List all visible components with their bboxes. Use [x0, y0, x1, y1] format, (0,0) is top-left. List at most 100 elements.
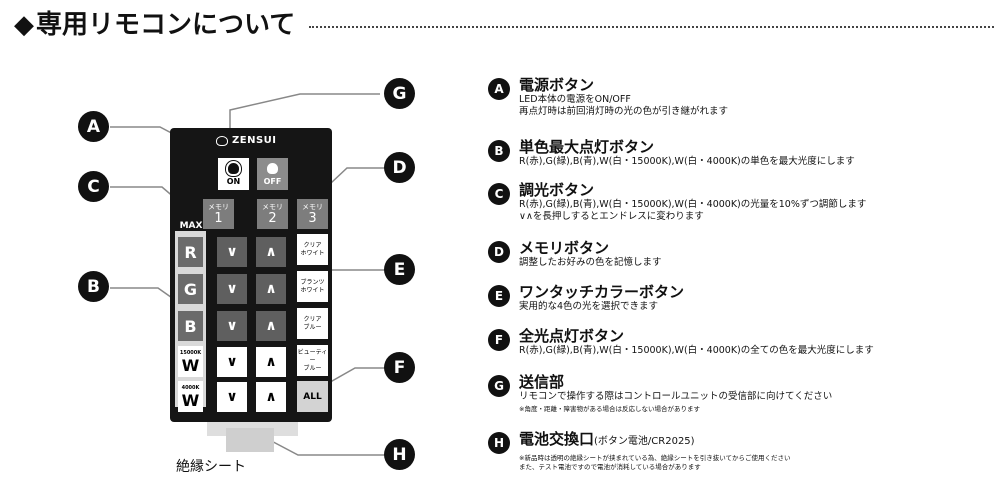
battery-note-1: ※新品時は透明の絶縁シートが挟まれている為、絶縁シートを引き抜いてからご使用くだ…: [519, 454, 791, 462]
transmitter-note: ※角度・距離・障害物がある場合は反応しない場合があります: [519, 405, 700, 413]
kelvin-label: 4000K: [181, 384, 200, 391]
one-touch-color-title: ワンタッチカラーボタン: [519, 283, 685, 301]
callout-line-f: [324, 367, 386, 386]
callout-line-h: [261, 435, 386, 456]
green-max-button[interactable]: G: [178, 274, 203, 304]
bulb-icon: [267, 162, 278, 174]
battery-note-2: また、テスト電池ですので電池が消耗している場合があります: [519, 463, 701, 471]
blue-down-button[interactable]: ∨: [217, 311, 247, 341]
blue-up-button[interactable]: ∧: [256, 311, 286, 341]
all-light-desc: R(赤),G(緑),B(青),W(白・15000K),W(白・4000K)の全て…: [519, 345, 874, 356]
memory-label: メモリ: [208, 202, 229, 211]
red-max-button[interactable]: R: [178, 237, 203, 267]
preset-beauty-blue-button[interactable]: ビューティー ブルー: [297, 345, 328, 376]
page-title: 専用リモコンについて: [36, 10, 296, 40]
preset-label: ホワイト: [300, 286, 325, 294]
transmitter-desc: リモコンで操作する際はコントロールユニットの受信部に向けてください: [519, 391, 833, 402]
one-touch-color-desc: 実用的な4色の光を選択できます: [519, 301, 659, 312]
blue-max-button[interactable]: B: [178, 311, 203, 341]
callout-line-g: [229, 93, 380, 128]
fish-logo-icon: [216, 135, 228, 146]
diamond-icon: ◆: [14, 10, 34, 40]
preset-label: ホワイト: [300, 249, 325, 257]
desc-badge-g: G: [488, 375, 510, 397]
white-4000k-down-button[interactable]: ∨: [217, 382, 247, 412]
memory-desc: 調整したお好みの色を記憶します: [519, 257, 662, 268]
callout-badge-f: F: [384, 352, 415, 383]
power-on-label: ON: [226, 176, 241, 186]
brand-logo: ZENSUI: [216, 135, 277, 146]
white-4000k-up-button[interactable]: ∧: [256, 382, 286, 412]
preset-label: クリア: [303, 241, 322, 249]
desc-badge-d: D: [488, 241, 510, 263]
preset-label: ビューティー: [297, 348, 328, 364]
battery-title: 電池交換口(ボタン電池/CR2025): [519, 430, 695, 451]
single-color-max-desc: R(赤),G(緑),B(青),W(白・15000K),W(白・4000K)の単色…: [519, 156, 855, 167]
all-light-title: 全光点灯ボタン: [519, 327, 625, 345]
preset-label: ブルー: [303, 323, 322, 331]
power-off-label: OFF: [263, 176, 282, 186]
callout-badge-b: B: [78, 271, 109, 302]
dotted-divider: [309, 26, 994, 28]
preset-label: クリア: [303, 315, 322, 323]
power-button-desc-2: 再点灯時は前回消灯時の光の色が引き継がれます: [519, 106, 729, 117]
callout-badge-h: H: [384, 439, 415, 470]
desc-badge-c: C: [488, 183, 510, 205]
dimming-desc-2: ∨∧を長押しするとエンドレスに変わります: [519, 211, 704, 222]
green-up-button[interactable]: ∧: [256, 274, 286, 304]
preset-plants-white-button[interactable]: ブランツ ホワイト: [297, 271, 328, 302]
white-15000k-max-button[interactable]: 15000K W: [178, 346, 203, 377]
red-up-button[interactable]: ∧: [256, 237, 286, 267]
white-label: W: [181, 355, 200, 375]
callout-badge-c: C: [78, 171, 109, 202]
desc-badge-h: H: [488, 432, 510, 454]
power-off-button[interactable]: OFF: [257, 158, 288, 190]
max-label: MAX: [179, 221, 203, 231]
kelvin-label: 15000K: [179, 349, 202, 356]
all-max-button[interactable]: ALL: [297, 381, 328, 412]
preset-clear-blue-button[interactable]: クリア ブルー: [297, 308, 328, 339]
power-button-title: 電源ボタン: [519, 76, 595, 94]
white-15000k-down-button[interactable]: ∨: [217, 347, 247, 377]
memory-number: 3: [308, 210, 317, 226]
insulation-sheet-label: 絶縁シート: [176, 459, 246, 475]
battery-title-text: 電池交換口: [519, 430, 595, 448]
memory-1-button[interactable]: メモリ 1: [203, 199, 234, 229]
callout-line-b: [110, 287, 176, 301]
dimming-title: 調光ボタン: [519, 181, 595, 199]
memory-label: メモリ: [302, 202, 323, 211]
white-15000k-up-button[interactable]: ∧: [256, 347, 286, 377]
power-button-desc-1: LED本体の電源をON/OFF: [519, 94, 631, 105]
preset-label: ブルー: [303, 364, 322, 372]
desc-badge-b: B: [488, 140, 510, 162]
memory-title: メモリボタン: [519, 239, 610, 257]
battery-title-suffix: (ボタン電池/CR2025): [594, 436, 695, 447]
preset-label: ブランツ: [300, 278, 325, 286]
preset-clear-white-button[interactable]: クリア ホワイト: [297, 234, 328, 265]
callout-badge-a: A: [78, 111, 109, 142]
desc-badge-e: E: [488, 285, 510, 307]
memory-2-button[interactable]: メモリ 2: [257, 199, 288, 229]
memory-number: 1: [214, 210, 223, 226]
red-down-button[interactable]: ∨: [217, 237, 247, 267]
callout-badge-g: G: [384, 78, 415, 109]
desc-badge-a: A: [488, 78, 510, 100]
insulation-sheet[interactable]: [226, 428, 274, 452]
dimming-desc-1: R(赤),G(緑),B(青),W(白・15000K),W(白・4000K)の光量…: [519, 199, 867, 210]
memory-3-button[interactable]: メモリ 3: [297, 199, 328, 229]
brand-name: ZENSUI: [232, 135, 277, 146]
memory-number: 2: [268, 210, 277, 226]
green-down-button[interactable]: ∨: [217, 274, 247, 304]
power-on-button[interactable]: ON: [218, 158, 249, 190]
single-color-max-title: 単色最大点灯ボタン: [519, 138, 655, 156]
transmitter-title: 送信部: [519, 373, 565, 391]
section-header: ◆ 専用リモコンについて: [14, 8, 994, 42]
bulb-icon: [228, 162, 239, 174]
memory-label: メモリ: [262, 202, 283, 211]
white-4000k-max-button[interactable]: 4000K W: [178, 381, 203, 412]
callout-badge-d: D: [384, 152, 415, 183]
callout-badge-e: E: [384, 254, 415, 285]
remote-control: ZENSUI ON OFF メモリ 1 メモリ 2 メモリ 3 MAX R G …: [170, 128, 332, 422]
white-label: W: [181, 390, 200, 410]
